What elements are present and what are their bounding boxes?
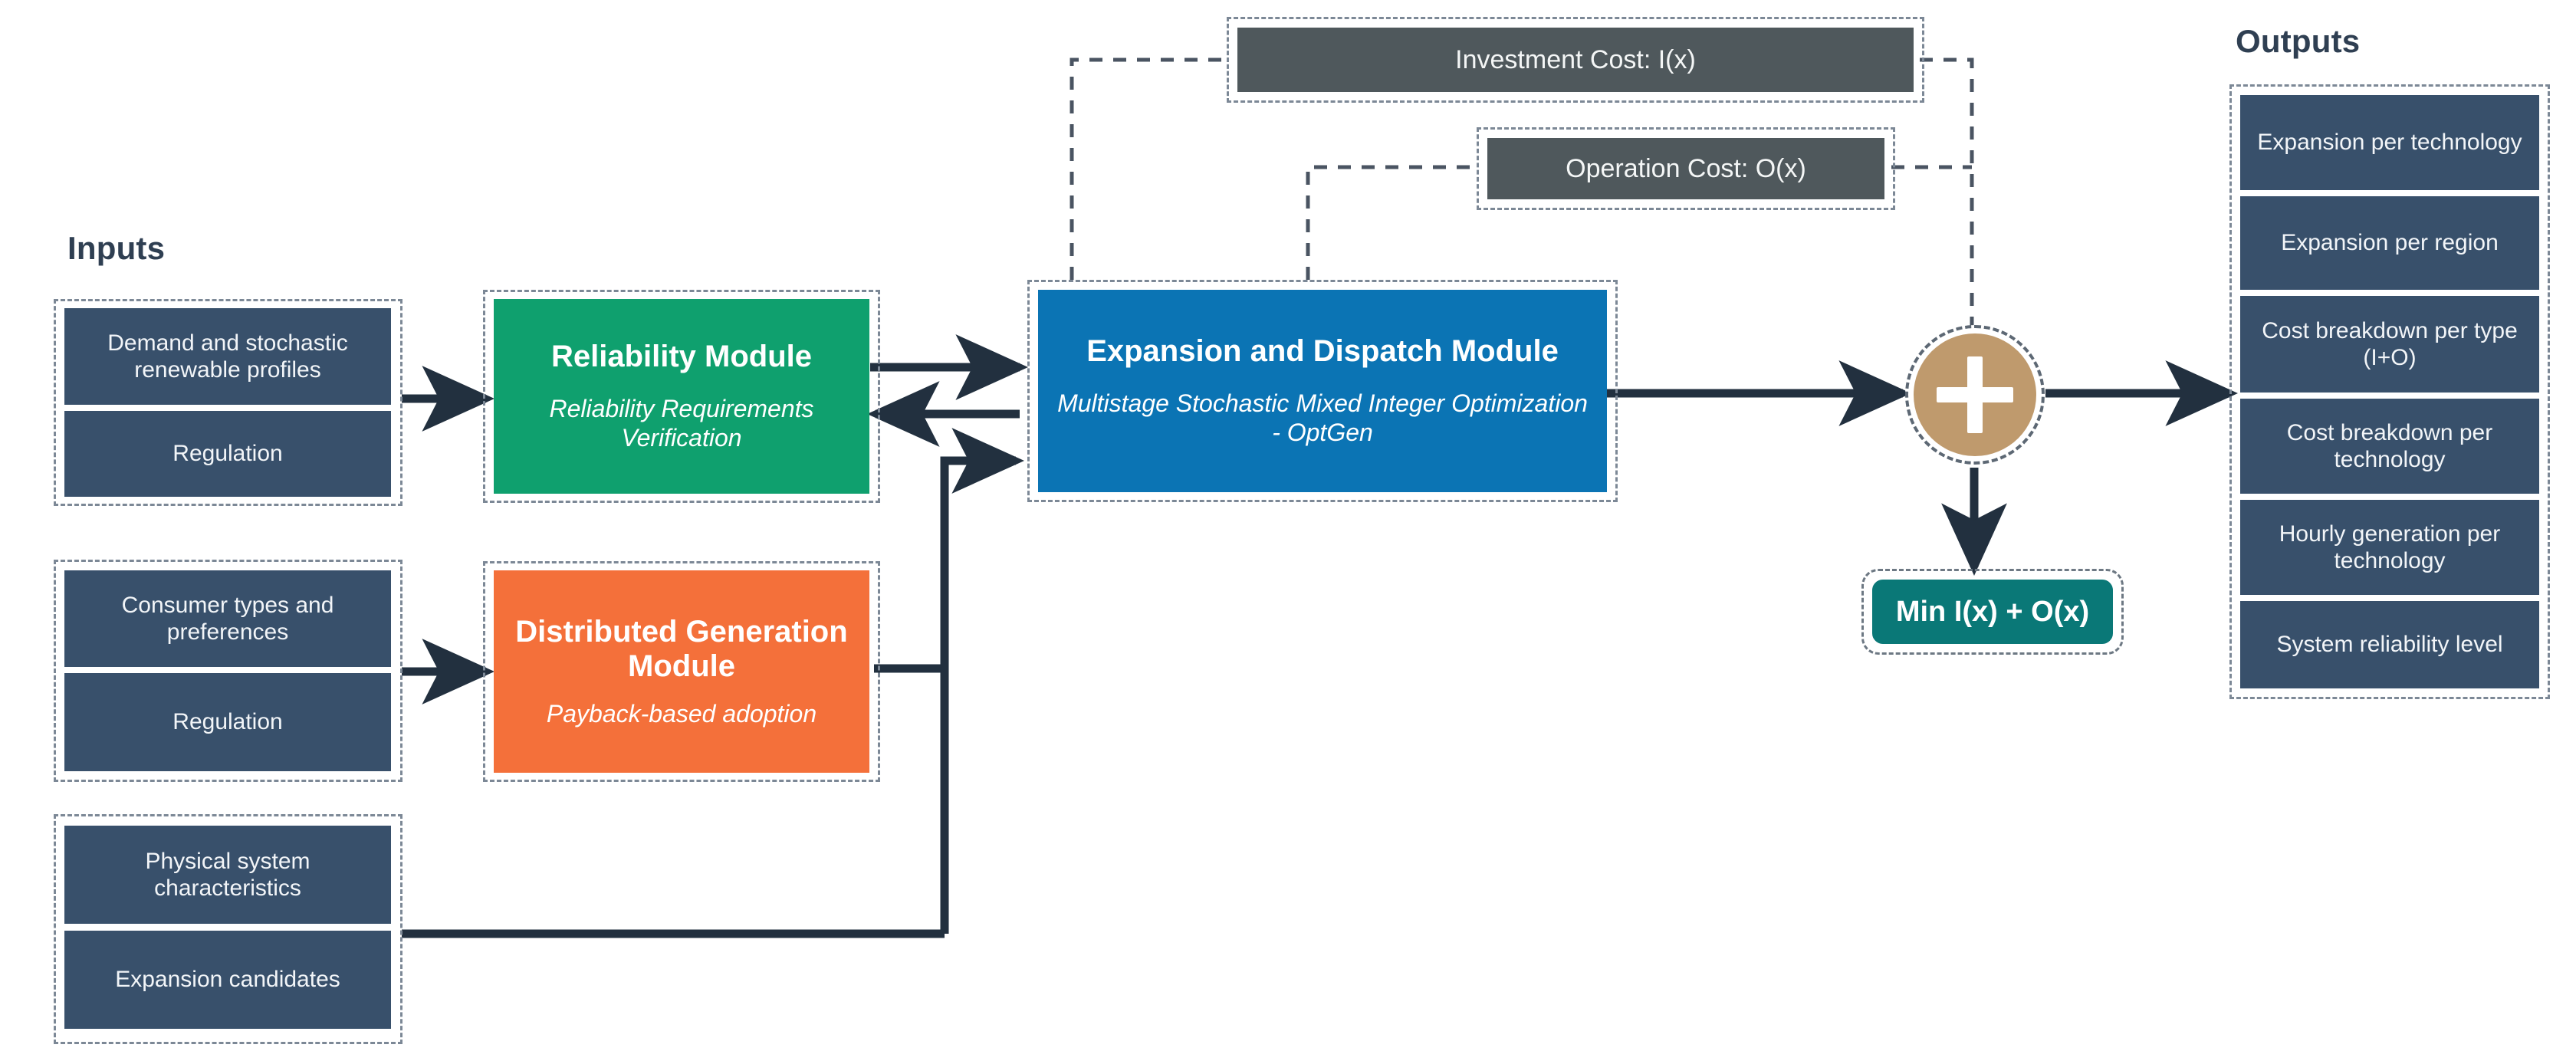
output-chip-cost-breakdown-per-type[interactable]: Cost breakdown per type (I+O) bbox=[2239, 294, 2541, 394]
reliability-module-title: Reliability Module bbox=[550, 340, 813, 374]
objective-box[interactable]: Min I(x) + O(x) bbox=[1871, 578, 2114, 645]
expansion-dispatch-module-subtitle: Multistage Stochastic Mixed Integer Opti… bbox=[1057, 389, 1588, 447]
input-chip-expansion-candidates[interactable]: Expansion candidates bbox=[63, 929, 393, 1030]
output-chip-cost-breakdown-per-technology[interactable]: Cost breakdown per technology bbox=[2239, 397, 2541, 495]
input-chip-consumer-types[interactable]: Consumer types and preferences bbox=[63, 569, 393, 668]
outputs-heading: Outputs bbox=[2236, 23, 2361, 59]
operation-cost-box[interactable]: Operation Cost: O(x) bbox=[1486, 136, 1886, 201]
reliability-module-subtitle: Reliability Requirements Verification bbox=[549, 395, 814, 452]
outputs-group-frame bbox=[2229, 84, 2550, 699]
reliability-module[interactable]: Reliability Module Reliability Requireme… bbox=[494, 299, 869, 494]
input-chip-demand-profiles[interactable]: Demand and stochastic renewable profiles bbox=[63, 307, 393, 406]
distributed-generation-module[interactable]: Distributed Generation Module Payback-ba… bbox=[494, 570, 869, 773]
distributed-generation-module-title: Distributed Generation Module bbox=[515, 615, 848, 683]
objective-frame bbox=[1861, 569, 2124, 655]
distributed-generation-module-frame bbox=[483, 561, 880, 782]
input-chip-physical-system[interactable]: Physical system characteristics bbox=[63, 824, 393, 925]
wire-expansion-to-operation-cost bbox=[1306, 165, 1477, 280]
wire-trunk-to-expansion bbox=[940, 428, 1025, 934]
output-chip-hourly-generation-per-technology[interactable]: Hourly generation per technology bbox=[2239, 498, 2541, 596]
input-group-system bbox=[54, 814, 402, 1044]
input-chip-regulation-2[interactable]: Regulation bbox=[63, 672, 393, 773]
plus-icon-horizontal bbox=[1937, 387, 2013, 402]
expansion-dispatch-module-title: Expansion and Dispatch Module bbox=[1086, 334, 1559, 369]
input-chip-regulation-1[interactable]: Regulation bbox=[63, 409, 393, 498]
output-chip-expansion-per-region[interactable]: Expansion per region bbox=[2239, 195, 2541, 291]
distributed-generation-module-subtitle: Payback-based adoption bbox=[546, 699, 817, 728]
input-group-demand bbox=[54, 299, 402, 506]
summation-node[interactable] bbox=[1914, 333, 2036, 456]
expansion-dispatch-module[interactable]: Expansion and Dispatch Module Multistage… bbox=[1038, 290, 1607, 492]
expansion-dispatch-module-frame bbox=[1027, 280, 1618, 502]
reliability-module-frame bbox=[483, 290, 880, 503]
wire-expansion-to-investment-cost bbox=[1070, 57, 1227, 280]
inputs-heading: Inputs bbox=[67, 230, 166, 266]
investment-cost-frame bbox=[1227, 17, 1924, 103]
output-chip-system-reliability-level[interactable]: System reliability level bbox=[2239, 599, 2541, 690]
investment-cost-box[interactable]: Investment Cost: I(x) bbox=[1236, 26, 1915, 94]
input-group-consumer bbox=[54, 560, 402, 782]
operation-cost-frame bbox=[1477, 127, 1895, 210]
output-chip-expansion-per-technology[interactable]: Expansion per technology bbox=[2239, 94, 2541, 192]
